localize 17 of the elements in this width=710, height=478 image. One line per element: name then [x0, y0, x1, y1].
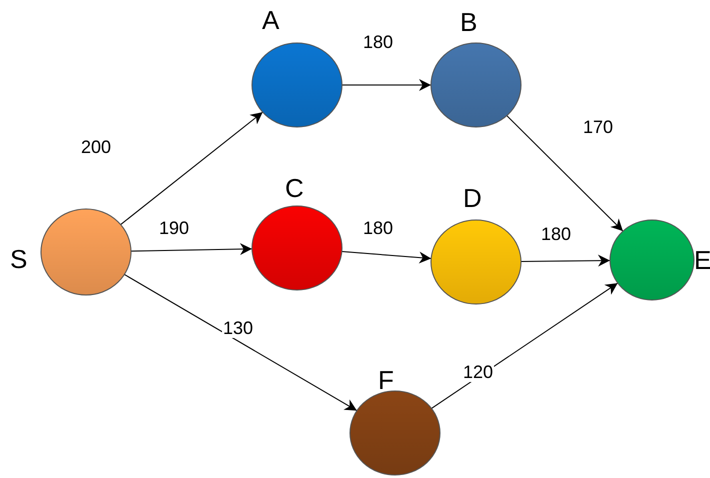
- arrow: [124, 274, 358, 412]
- arrow: [130, 243, 252, 256]
- node-label: B: [460, 8, 478, 36]
- arrow: [120, 112, 264, 226]
- node-label: D: [463, 184, 482, 212]
- arrow: [431, 282, 618, 409]
- node-label: S: [10, 245, 28, 273]
- node-label: F: [378, 366, 394, 394]
- arrow: [506, 115, 624, 232]
- arrow: [520, 254, 610, 267]
- arrow: [341, 251, 432, 264]
- edge-label: 130: [222, 318, 254, 338]
- node-label: E: [694, 246, 710, 274]
- node-label: A: [262, 6, 280, 34]
- node-label: C: [285, 174, 304, 202]
- arrow: [342, 79, 432, 91]
- edge-label: 120: [462, 362, 494, 382]
